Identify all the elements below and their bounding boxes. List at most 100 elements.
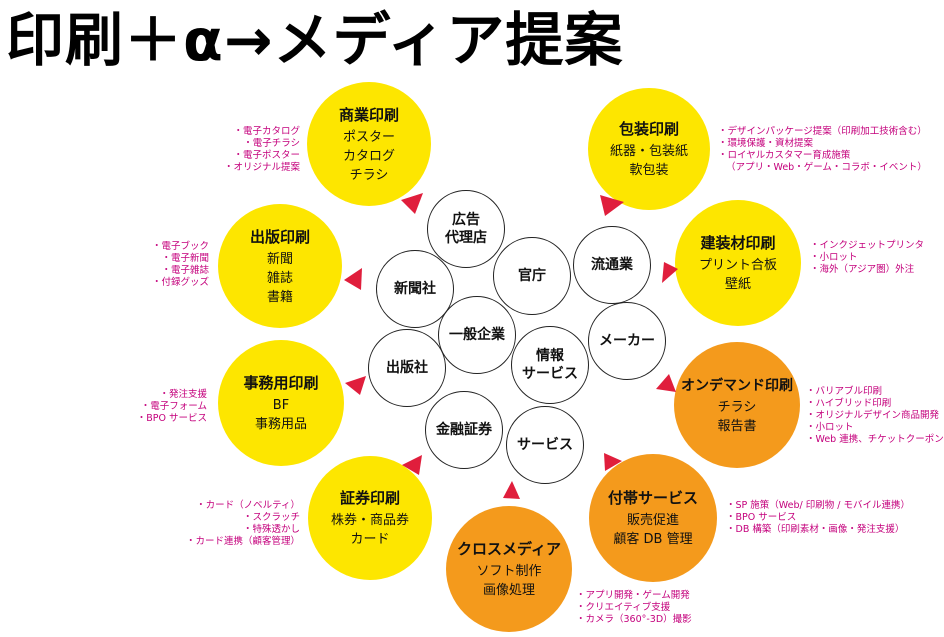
client-label: 広告 (452, 212, 480, 228)
client-label: サービス (517, 437, 573, 453)
note-item: ・小ロット (810, 252, 858, 263)
client-label: 情報 (536, 348, 564, 364)
bubble-title: 証券印刷 (339, 489, 400, 507)
page-title: 印刷＋α→メディア提案 (6, 6, 624, 74)
notes-publishing: ・電子ブック ・電子新聞 ・電子雑誌 ・付録グッズ (152, 241, 209, 289)
note-item: ・カード連携（顧客管理） (185, 536, 300, 547)
client-label: 新聞社 (394, 281, 436, 297)
client-label: 一般企業 (449, 327, 505, 343)
note-item: ・付録グッズ (151, 277, 209, 288)
bubble-line: 書籍 (266, 289, 293, 305)
bubble-incidental-services: 付帯サービス 販売促進 顧客 DB 管理 (589, 454, 717, 582)
notes-securities: ・カード（ノベルティ） ・スクラッチ ・特殊透かし ・カード連携（顧客管理） (186, 500, 300, 548)
note-item: ・環境保護・資材提案 (718, 138, 814, 149)
client-label: 金融証券 (436, 422, 492, 438)
bubble-line: 壁紙 (724, 277, 751, 292)
bubble-line: 画像処理 (482, 583, 535, 598)
client-info-service: 情報 サービス (511, 326, 589, 404)
note-item: ・発注支援 (159, 389, 207, 400)
note-item: ・電子ブック (151, 241, 209, 252)
note-item: ・オリジナルデザイン商品開発 (806, 410, 940, 421)
client-label: メーカー (599, 333, 655, 349)
note-item: ・カメラ（360°-3D）撮影 (576, 614, 692, 625)
bubble-line: 株券・商品券 (330, 513, 409, 528)
bubble-line: 雑誌 (266, 270, 293, 286)
bubble-line: 顧客 DB 管理 (613, 532, 693, 547)
client-government: 官庁 (493, 237, 571, 315)
note-item: ・アプリ開発・ゲーム開発 (576, 590, 690, 601)
bubble-title: 出版印刷 (249, 227, 310, 246)
client-service: サービス (506, 406, 584, 484)
bubble-line: ポスター (342, 129, 395, 145)
arrow-triangle-icon (344, 268, 362, 290)
note-item: ・スクラッチ (242, 512, 300, 523)
client-label: 出版社 (386, 360, 428, 376)
note-item: ・電子ポスター (233, 150, 300, 161)
client-publisher: 出版社 (368, 329, 446, 407)
notes-on-demand: ・バリアブル印刷 ・ハイブリッド印刷 ・オリジナルデザイン商品開発 ・小ロット … (806, 386, 944, 446)
client-maker: メーカー (588, 302, 666, 380)
bubble-securities-printing: 証券印刷 株券・商品券 カード (308, 456, 432, 580)
bubble-title: 事務用印刷 (243, 374, 319, 392)
arrow-triangle-icon (401, 193, 423, 214)
note-item: ・カード（ノベルティ） (196, 500, 300, 511)
notes-commercial: ・電子カタログ ・電子チラシ ・電子ポスター ・オリジナル提案 (224, 126, 300, 174)
bubble-building-material-printing: 建装材印刷 プリント合板 壁紙 (675, 200, 801, 326)
note-item: ・電子チラシ (243, 138, 300, 149)
bubble-packaging-printing: 包装印刷 紙器・包装紙 軟包装 (588, 88, 710, 210)
bubble-on-demand-printing: オンデマンド印刷 チラシ 報告書 (674, 342, 800, 468)
bubble-commercial-printing: 商業印刷 ポスター カタログ チラシ (307, 82, 431, 206)
notes-packaging: ・デザインパッケージ提案（印刷加工技術含む） ・環境保護・資材提案 ・ロイヤルカ… (718, 126, 927, 174)
bubble-line: BF (272, 398, 290, 413)
bubble-line: ソフト制作 (476, 564, 542, 579)
bubble-line: プリント合板 (698, 258, 777, 273)
note-item: （アプリ・Web・ゲーム・コラボ・イベント） (726, 162, 927, 173)
note-item: ・小ロット (806, 422, 854, 433)
bubble-line: 紙器・包装紙 (609, 144, 688, 159)
note-item: ・バリアブル印刷 (806, 386, 883, 397)
bubble-line: 販売促進 (626, 513, 679, 528)
bubble-title: 包装印刷 (618, 120, 679, 138)
note-item: ・電子フォーム (140, 401, 207, 412)
bubble-cross-media: クロスメディア ソフト制作 画像処理 (446, 506, 572, 632)
note-item: ・電子新聞 (161, 253, 209, 264)
notes-cross-media: ・アプリ開発・ゲーム開発 ・クリエイティブ支援 ・カメラ（360°-3D）撮影 (576, 590, 692, 626)
note-item: ・海外（アジア圏）外注 (810, 264, 915, 275)
note-item: ・特殊透かし (242, 524, 300, 535)
bubble-title: オンデマンド印刷 (681, 377, 793, 394)
notes-services: ・SP 施策（Web/ 印刷物 / モバイル連携） ・BPO サービス ・DB … (726, 500, 910, 536)
client-label: 官庁 (518, 268, 546, 284)
arrow-triangle-icon (503, 481, 520, 499)
bubble-title: 付帯サービス (607, 489, 698, 507)
note-item: ・BPO サービス (726, 512, 797, 523)
client-ad-agency: 広告 代理店 (427, 190, 505, 268)
bubble-line: 事務用品 (254, 417, 307, 432)
bubble-line: 新聞 (266, 251, 293, 267)
arrow-triangle-icon (656, 374, 676, 392)
client-label: 代理店 (445, 230, 487, 246)
bubble-title: クロスメディア (457, 540, 561, 558)
note-item: ・SP 施策（Web/ 印刷物 / モバイル連携） (726, 500, 910, 511)
note-item: ・ハイブリッド印刷 (806, 398, 892, 409)
note-item: ・DB 構築（印刷素材・画像・発注支援） (726, 524, 905, 535)
client-general-company: 一般企業 (438, 296, 516, 374)
notes-office: ・発注支援 ・電子フォーム ・BPO サービス (137, 389, 207, 425)
note-item: ・クリエイティブ支援 (576, 602, 671, 613)
notes-building: ・インクジェットプリンタ ・小ロット ・海外（アジア圏）外注 (810, 240, 924, 276)
client-distribution: 流通業 (573, 226, 651, 304)
note-item: ・ロイヤルカスタマー育成施策 (718, 150, 851, 161)
note-item: ・Web 連携、チケットクーポン (806, 434, 944, 445)
bubble-line: チラシ (349, 167, 389, 183)
bubble-line: カタログ (342, 148, 395, 164)
bubble-title: 商業印刷 (338, 105, 399, 124)
bubble-line: 軟包装 (629, 163, 669, 178)
client-label: サービス (522, 366, 578, 382)
client-newspaper: 新聞社 (376, 250, 454, 328)
bubble-line: 報告書 (717, 418, 757, 434)
note-item: ・BPO サービス (136, 413, 207, 424)
bubble-line: チラシ (717, 399, 757, 415)
bubble-title: 建装材印刷 (700, 234, 776, 252)
bubble-line: カード (350, 532, 390, 547)
note-item: ・インクジェットプリンタ (810, 240, 925, 251)
note-item: ・電子雑誌 (161, 265, 209, 276)
